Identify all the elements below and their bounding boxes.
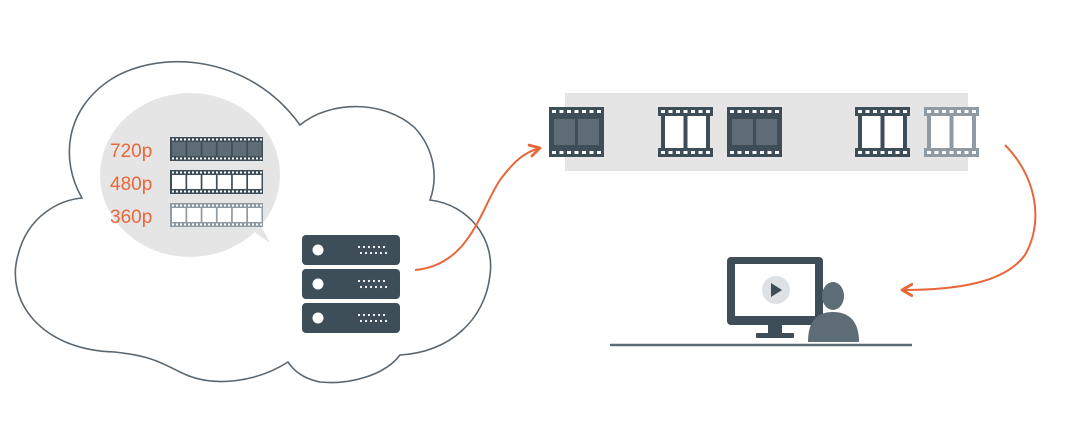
film-strip [170,203,263,227]
stream-segment [855,107,910,157]
monitor-icon [727,257,823,338]
quality-label: 480p [110,174,152,195]
arrow-stream-to-viewer [900,144,1037,297]
server-led [312,312,324,324]
server-unit [302,235,400,265]
user-icon [808,282,859,342]
stream-segments [549,107,979,157]
stream-segment [924,107,979,157]
film-strip [170,137,263,161]
stream-segment [727,107,782,157]
film-strip [170,170,263,194]
quality-label: 720p [110,141,152,162]
server-led [312,244,324,256]
quality-label: 360p [110,207,152,228]
server-led [312,278,324,290]
stream-segment [658,107,713,157]
server-icon [302,235,400,333]
bubble-film-strips [170,137,263,227]
play-icon [771,283,782,297]
stream-segment [549,107,604,157]
arrow-server-to-stream [414,143,542,271]
server-unit [302,303,400,333]
server-unit [302,269,400,299]
